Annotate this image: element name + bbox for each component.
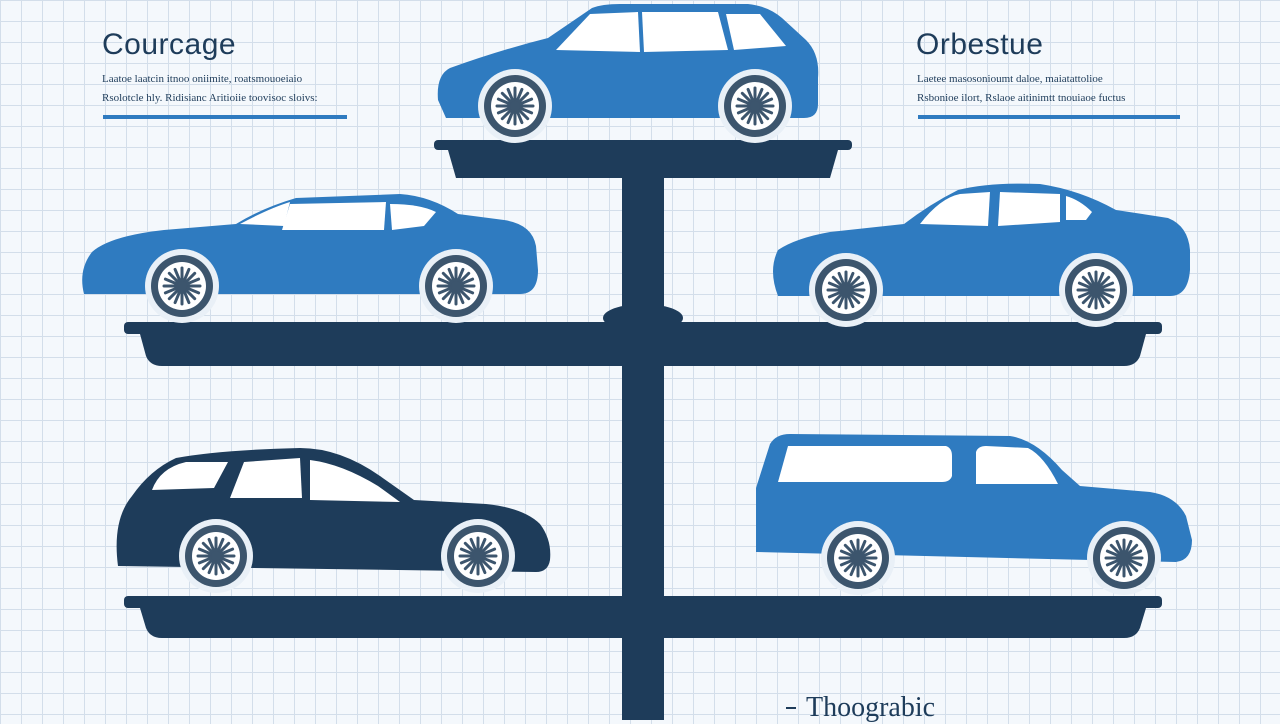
right-caption-line-1: Laetee masosonioumt daloe, maiatattolioe	[917, 73, 1103, 85]
left-caption-line-1: Laatoe laatcin itnoo oniimite, roatsmouo…	[102, 73, 303, 85]
left-sedan-icon	[82, 194, 538, 325]
top-suv-icon	[437, 4, 819, 145]
middle-shelf	[124, 322, 1162, 366]
left-accent-rule	[103, 115, 347, 119]
bottom-shelf	[124, 596, 1162, 638]
footer-title: Thoograbic	[806, 692, 936, 723]
right-accent-rule	[918, 115, 1180, 119]
left-caption-line-2: Rsolotcle hly. Ridisianc Aritioiie toovi…	[102, 92, 318, 104]
left-hatchback-icon	[116, 448, 551, 595]
right-heading: Orbestue	[916, 28, 1044, 61]
left-heading: Courcage	[102, 28, 237, 61]
right-sedan-icon	[773, 183, 1190, 329]
top-platform	[434, 140, 852, 178]
right-van-icon	[756, 434, 1192, 597]
right-caption-line-2: Rsbonioe ilort, Rslaoe aitinimtt tnouiao…	[917, 92, 1126, 104]
